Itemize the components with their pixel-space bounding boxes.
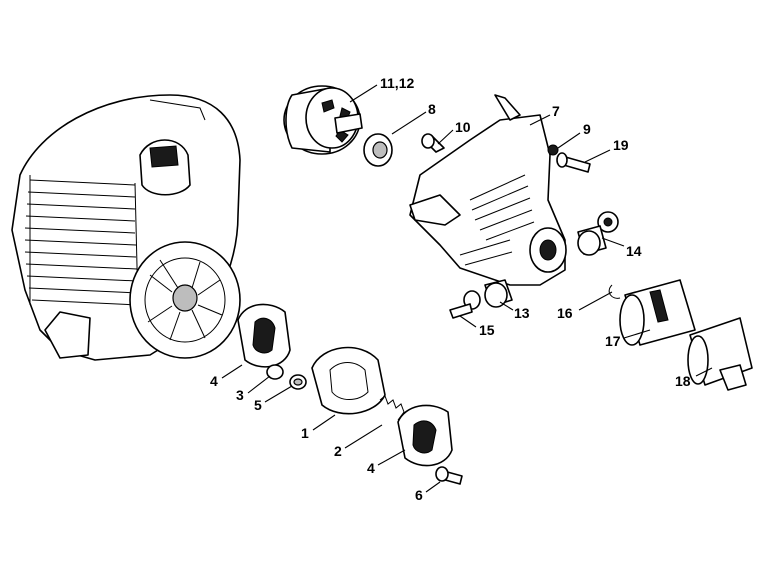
housing-slots: [459, 174, 535, 266]
engine-housing: [11, 94, 241, 361]
callout-5: 5: [254, 397, 262, 413]
callout-14: 14: [626, 243, 642, 259]
sleeve-13: [463, 279, 513, 310]
callout-7: 7: [552, 103, 560, 119]
callout-2: 2: [334, 443, 342, 459]
callout-11-12: 11,12: [380, 75, 414, 91]
callout-3: 3: [236, 387, 244, 403]
callout-15: 15: [479, 322, 495, 338]
callout-9: 9: [583, 121, 591, 137]
callout-6: 6: [415, 487, 423, 503]
callout-1: 1: [301, 425, 309, 441]
bushings: [577, 211, 619, 256]
callout-16: 16: [557, 305, 573, 321]
washer-9: [547, 144, 559, 156]
clamp-17: [619, 279, 696, 346]
ball-bearing: [363, 133, 393, 167]
clutch-shoes: [311, 346, 386, 415]
callout-8: 8: [428, 101, 436, 117]
flywheel-fan: [129, 241, 241, 359]
clutch-carrier-plate-upper: [237, 303, 291, 368]
callout-17: 17: [605, 333, 621, 349]
leader-lines: [221, 84, 713, 493]
bushing-3: [266, 364, 284, 380]
callout-18: 18: [675, 373, 691, 389]
clutch-spring: [379, 395, 405, 421]
clutch-carrier-plate-lower: [397, 404, 453, 467]
clutch-drum: [283, 85, 363, 155]
handle-18: [687, 317, 753, 391]
callout-19: 19: [613, 137, 629, 153]
gear-housing: [409, 94, 567, 286]
callout-10: 10: [455, 119, 471, 135]
circlip: [608, 284, 621, 299]
screw-15: [449, 303, 473, 319]
callout-4-upper: 4: [210, 373, 218, 389]
callout-4-lower: 4: [367, 460, 375, 476]
callout-13: 13: [514, 305, 530, 321]
callouts: 11,12 8 10 7 9 19 14 13 15 16 17 18 4 3 …: [210, 75, 691, 503]
